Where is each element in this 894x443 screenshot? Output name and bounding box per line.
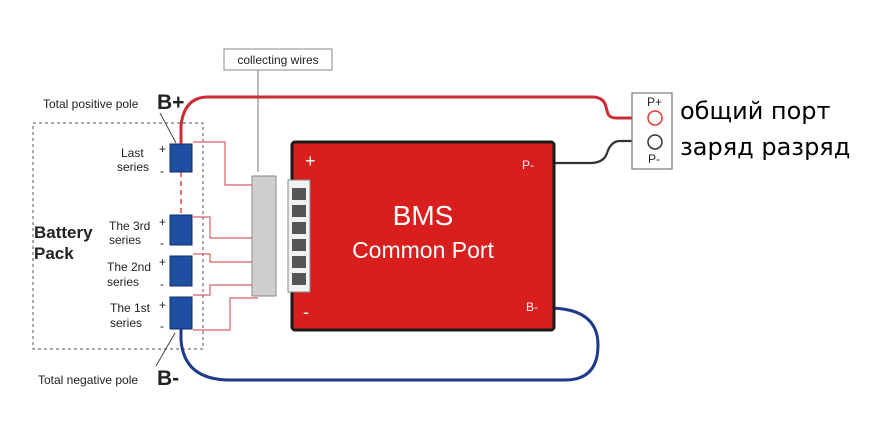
cell-1st: The 1st series + -: [110, 296, 193, 333]
cell-3rd-label-1: The 3rd: [109, 219, 150, 233]
cell-last-label-1: Last: [121, 146, 144, 160]
port-p-minus-label: P-: [648, 152, 660, 166]
cell-last-label-2: series: [117, 160, 149, 174]
negative-main-wire: [179, 306, 600, 382]
bms-title: BMS: [393, 200, 454, 231]
cell-1st-minus: -: [160, 319, 164, 333]
cell-1st-label-1: The 1st: [110, 301, 151, 315]
negative-pole-leader: [155, 332, 176, 367]
total-positive-pole-label: Total positive pole: [43, 97, 139, 111]
positive-pole-leader: [159, 112, 177, 144]
cell-3rd-minus: -: [160, 236, 164, 250]
battery-pack-label-line1: Battery: [34, 223, 93, 242]
bms-board: [290, 140, 556, 332]
port-p-plus-label: P+: [647, 95, 662, 109]
b-minus-label: B-: [157, 367, 179, 390]
cell-1st-label-2: series: [110, 316, 142, 330]
p-minus-wire: [548, 139, 648, 165]
cell-2nd-label-2: series: [107, 275, 139, 289]
b-plus-label: B+: [157, 91, 184, 114]
bms-minus-terminal: -: [303, 302, 309, 322]
port-p-plus-terminal: [647, 110, 663, 126]
sense-wires: [193, 141, 258, 331]
port-p-minus-terminal: [647, 134, 663, 150]
cell-last-minus: -: [160, 164, 164, 178]
cell-2nd-label-1: The 2nd: [107, 260, 151, 274]
charge-discharge-note: заряд разряд: [680, 133, 851, 161]
bms-b-minus-label: B-: [526, 300, 538, 314]
cell-last: Last series + -: [117, 142, 193, 178]
common-port-note: общий порт: [680, 97, 831, 125]
collecting-wires-callout-box: [223, 48, 333, 71]
cell-3rd: The 3rd series + -: [109, 214, 193, 250]
cell-2nd-plus: +: [159, 255, 166, 269]
cell-2nd: The 2nd series + -: [107, 255, 193, 291]
balance-connector: [251, 175, 311, 297]
bms-p-minus-label: P-: [522, 158, 534, 172]
bms-plus-terminal: +: [305, 151, 316, 171]
battery-pack-label-line2: Pack: [34, 244, 74, 263]
bms-subtitle: Common Port: [352, 237, 494, 263]
cell-3rd-label-2: series: [109, 233, 141, 247]
total-negative-pole-label: Total negative pole: [38, 373, 138, 387]
positive-main-wire: [179, 95, 648, 144]
cell-3rd-plus: +: [159, 215, 166, 229]
collecting-wires-label: collecting wires: [237, 53, 318, 67]
cell-1st-plus: +: [159, 298, 166, 312]
cell-2nd-minus: -: [160, 277, 164, 291]
cell-last-plus: +: [159, 142, 166, 156]
battery-pack-outline: [32, 122, 204, 350]
output-port: P+ P-: [631, 92, 673, 170]
